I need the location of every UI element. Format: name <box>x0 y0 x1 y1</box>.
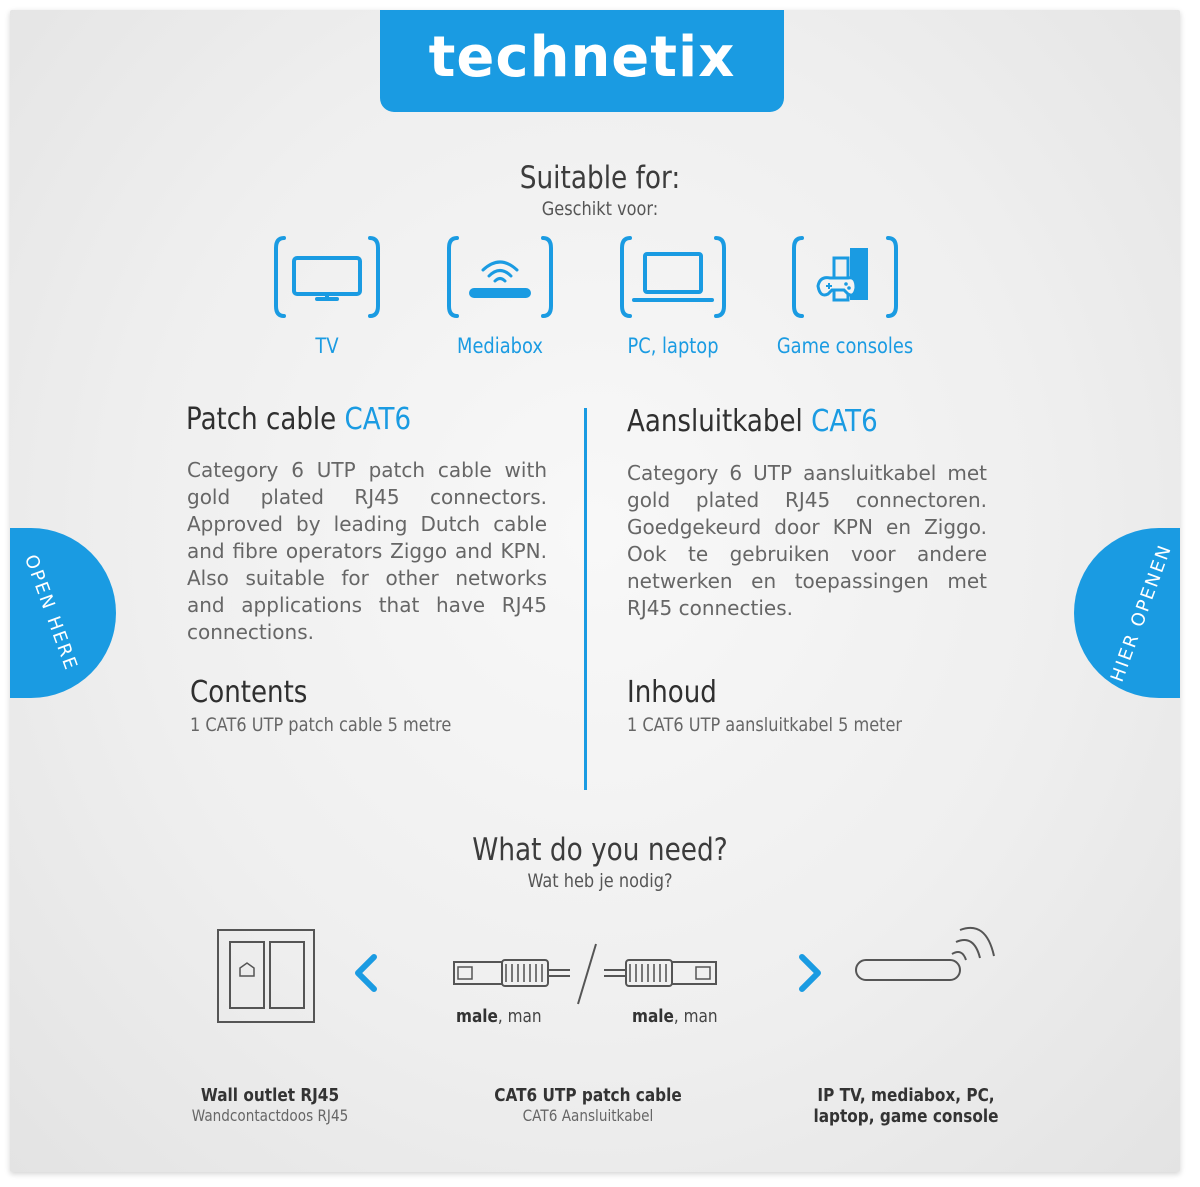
package-back <box>10 10 1180 1172</box>
english-contents-title: Contents <box>190 675 308 710</box>
device-tv: TV <box>242 236 412 358</box>
need-subtitle: Wat heb je nodig? <box>527 870 673 892</box>
game-console-icon <box>792 236 898 318</box>
device-laptop: PC, laptop <box>588 236 758 358</box>
dutch-title: Aansluitkabel CAT6 <box>627 404 878 439</box>
device-label: PC, laptop <box>627 334 719 358</box>
chevron-right-icon <box>799 954 821 992</box>
mediabox-icon <box>447 236 553 318</box>
need-title: What do you need? <box>472 832 728 868</box>
device-label: Game consoles <box>776 334 914 358</box>
suitable-subtitle: Geschikt voor: <box>541 198 659 220</box>
connector-left-bold: male <box>456 1006 498 1027</box>
connector-right-label: male, man <box>632 1006 718 1027</box>
patch-cable-icon <box>453 943 717 1005</box>
brand-logo: technetix <box>428 24 736 90</box>
device-label: TV <box>315 334 339 358</box>
suitable-title: Suitable for: <box>519 160 681 196</box>
need-item-label: Wall outlet RJ45 <box>200 1085 340 1106</box>
connector-left-label: male, man <box>456 1006 542 1027</box>
need-item-label: IP TV, mediabox, PC, <box>817 1085 995 1106</box>
laptop-icon <box>620 236 726 318</box>
hier-openen-label: HIER OPENEN <box>1106 541 1177 685</box>
english-title-text: Patch cable <box>186 402 345 437</box>
device-label: Mediabox <box>457 334 543 358</box>
suitable-title-block: Suitable for: Geschikt voor: <box>0 160 1200 220</box>
need-item-sub: Wandcontactdoos RJ45 <box>191 1106 349 1125</box>
device-mediabox: Mediabox <box>415 236 585 358</box>
chevron-left-icon <box>355 954 377 992</box>
connector-right-rest: , man <box>673 1006 718 1027</box>
dutch-title-text: Aansluitkabel <box>627 404 812 439</box>
device-game-console: Game consoles <box>760 236 930 358</box>
english-title: Patch cable CAT6 <box>186 402 411 437</box>
dutch-body: Category 6 UTP aansluitkabel met gold pl… <box>627 461 987 620</box>
dutch-title-accent: CAT6 <box>811 404 878 439</box>
dutch-contents-title: Inhoud <box>627 675 717 710</box>
tv-icon <box>274 236 380 318</box>
brand-tab: technetix <box>380 10 784 112</box>
need-title-block: What do you need? Wat heb je nodig? <box>0 832 1200 892</box>
need-item-devices: IP TV, mediabox, PC, laptop, game consol… <box>776 1085 1036 1127</box>
need-item-sub: CAT6 Aansluitkabel <box>522 1106 654 1125</box>
english-contents-text: 1 CAT6 UTP patch cable 5 metre <box>190 714 452 736</box>
need-item-wall-outlet: Wall outlet RJ45 Wandcontactdoos RJ45 <box>140 1085 400 1125</box>
english-title-accent: CAT6 <box>344 402 412 437</box>
wall-outlet-icon <box>217 929 315 1023</box>
dutch-contents-text: 1 CAT6 UTP aansluitkabel 5 meter <box>627 714 903 736</box>
open-here-label: OPEN HERE <box>19 551 82 675</box>
need-item-label-2: laptop, game console <box>813 1106 999 1127</box>
connector-right-bold: male <box>632 1006 674 1027</box>
column-divider <box>584 408 587 790</box>
connector-left-rest: , man <box>497 1006 542 1027</box>
need-item-patch-cable: CAT6 UTP patch cable CAT6 Aansluitkabel <box>458 1085 718 1125</box>
english-body: Category 6 UTP patch cable with gold pla… <box>187 458 547 644</box>
mediabox-signal-icon <box>855 926 995 981</box>
need-item-label: CAT6 UTP patch cable <box>494 1085 682 1106</box>
